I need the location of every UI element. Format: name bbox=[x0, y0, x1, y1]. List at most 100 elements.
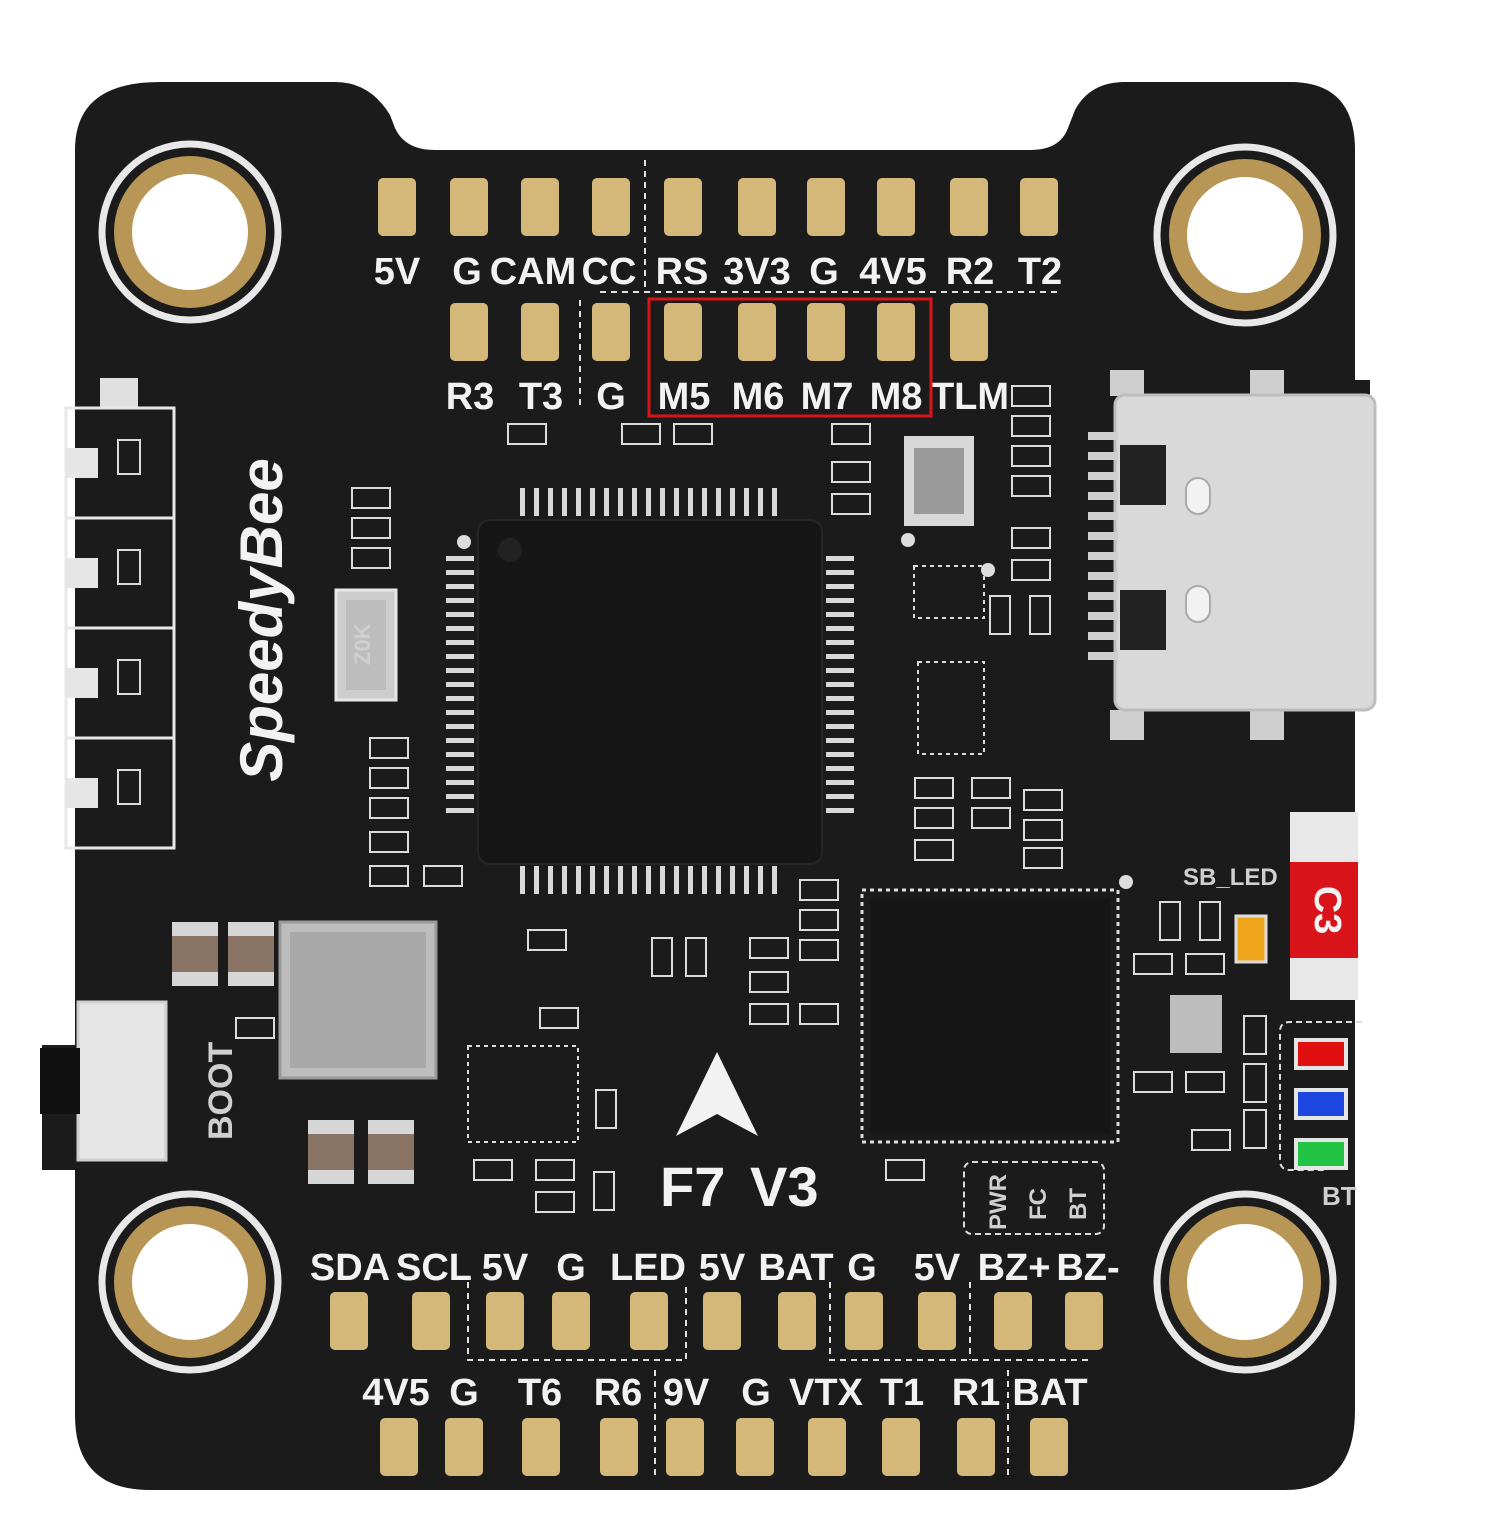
mount-hole-top-right bbox=[1153, 143, 1337, 327]
pad-label-sda: SDA bbox=[310, 1247, 390, 1289]
pad-label-g-b3: G bbox=[449, 1372, 479, 1414]
mcu-chip bbox=[446, 488, 854, 894]
pad bbox=[1020, 178, 1058, 236]
pad bbox=[738, 178, 776, 236]
pad bbox=[600, 1418, 638, 1476]
pad bbox=[778, 1292, 816, 1350]
pad bbox=[877, 178, 915, 236]
pad-label-g-b1: G bbox=[556, 1247, 586, 1289]
bottom-upper-labels: SDA SCL 5V G LED 5V BAT G 5V BZ+ BZ- bbox=[310, 1247, 1120, 1289]
pad bbox=[918, 1292, 956, 1350]
top-row-labels: 5V G CAM CC RS 3V3 G 4V5 R2 T2 bbox=[374, 251, 1062, 293]
pad bbox=[412, 1292, 450, 1350]
pad-label-r1: R1 bbox=[952, 1372, 1001, 1414]
pad bbox=[807, 178, 845, 236]
mount-hole-bottom-left bbox=[98, 1190, 282, 1374]
pad bbox=[522, 1418, 560, 1476]
pad-label-r3: R3 bbox=[446, 376, 495, 418]
pad bbox=[950, 178, 988, 236]
pad bbox=[450, 303, 488, 361]
resistor-label: Z0K bbox=[350, 623, 375, 665]
smd-components bbox=[235, 385, 1267, 1213]
pad-label-cc: CC bbox=[582, 251, 637, 293]
bottom-upper-pad-row bbox=[330, 1292, 1103, 1350]
pad bbox=[738, 303, 776, 361]
pad-label-rs: RS bbox=[656, 251, 709, 293]
highlight-box bbox=[647, 297, 933, 418]
boot-button: BOOT bbox=[40, 1000, 240, 1162]
pad bbox=[592, 178, 630, 236]
pad bbox=[486, 1292, 524, 1350]
top-pad-row bbox=[378, 178, 1058, 236]
pad-label-led: LED bbox=[610, 1247, 686, 1289]
pad bbox=[521, 178, 559, 236]
pad-label-m7: M7 bbox=[801, 376, 854, 418]
pad bbox=[450, 178, 488, 236]
brand-logo: SpeedyBee bbox=[228, 458, 295, 782]
pad-label-scl: SCL bbox=[396, 1247, 472, 1289]
led-label-fc: FC bbox=[1025, 1188, 1052, 1220]
pad bbox=[957, 1418, 995, 1476]
pad bbox=[330, 1292, 368, 1350]
pad bbox=[664, 178, 702, 236]
pad bbox=[666, 1418, 704, 1476]
pad bbox=[378, 178, 416, 236]
pad-label-m6: M6 bbox=[732, 376, 785, 418]
pad-label-4v5-b: 4V5 bbox=[362, 1372, 430, 1414]
pad-label-m5: M5 bbox=[658, 376, 711, 418]
led-label-bt: BT bbox=[1065, 1188, 1092, 1220]
pad-label-t3: T3 bbox=[519, 376, 563, 418]
usb-c-port bbox=[1088, 370, 1377, 740]
pad-label-5v-b1: 5V bbox=[482, 1247, 529, 1289]
pad bbox=[630, 1292, 668, 1350]
pad-label-4v5: 4V5 bbox=[859, 251, 927, 293]
gyro-chip bbox=[860, 875, 1133, 1144]
led-label-pwr: PWR bbox=[985, 1174, 1012, 1230]
second-row-labels: R3 T3 G M5 M6 M7 M8 TLM bbox=[446, 376, 1009, 418]
resistor: Z0K bbox=[334, 588, 398, 702]
pad-label-m8: M8 bbox=[870, 376, 923, 418]
pad-label-bat-b1: BAT bbox=[758, 1247, 833, 1289]
bottom-lower-labels: 4V5 G T6 R6 9V G VTX T1 R1 BAT bbox=[362, 1372, 1087, 1414]
pad bbox=[1065, 1292, 1103, 1350]
pad bbox=[552, 1292, 590, 1350]
pad-label-9v: 9V bbox=[663, 1372, 710, 1414]
pad bbox=[994, 1292, 1032, 1350]
pad bbox=[845, 1292, 883, 1350]
mount-hole-top-left bbox=[98, 140, 282, 324]
direction-arrow-icon bbox=[676, 1052, 758, 1136]
sb-led-label: SB_LED bbox=[1183, 864, 1278, 891]
brand-logo-text: SpeedyBee bbox=[228, 458, 295, 782]
pad-label-g: G bbox=[452, 251, 482, 293]
pad-label-5v-b3: 5V bbox=[914, 1247, 961, 1289]
green-led bbox=[1294, 1138, 1348, 1170]
pad-label-r2: R2 bbox=[946, 251, 995, 293]
bt-label: BT bbox=[1322, 1181, 1357, 1211]
model-version: V3 bbox=[750, 1155, 819, 1218]
pad-label-bz-minus: BZ- bbox=[1056, 1247, 1119, 1289]
pad-label-t2: T2 bbox=[1018, 251, 1062, 293]
mount-hole-bottom-right bbox=[1153, 1190, 1337, 1374]
pad-label-g-b4: G bbox=[741, 1372, 771, 1414]
pad-label-t1: T1 bbox=[880, 1372, 924, 1414]
pad-label-5v: 5V bbox=[374, 251, 421, 293]
fuse-label: C3 bbox=[1306, 886, 1348, 935]
pad bbox=[736, 1418, 774, 1476]
pad-label-cam: CAM bbox=[490, 251, 577, 293]
pad-label-tlm: TLM bbox=[931, 376, 1009, 418]
model-name: F7 bbox=[660, 1155, 725, 1218]
pad bbox=[1030, 1418, 1068, 1476]
pad bbox=[703, 1292, 741, 1350]
blue-led bbox=[1294, 1088, 1348, 1120]
pad-label-g-b2: G bbox=[847, 1247, 877, 1289]
side-connector bbox=[64, 378, 176, 850]
pad-label-g3: G bbox=[596, 376, 626, 418]
pad bbox=[882, 1418, 920, 1476]
orange-led bbox=[1234, 914, 1268, 964]
pad-label-vtx: VTX bbox=[789, 1372, 864, 1414]
pad-label-3v3: 3V3 bbox=[723, 251, 791, 293]
pad-label-bat-b2: BAT bbox=[1012, 1372, 1087, 1414]
pad bbox=[664, 303, 702, 361]
pad-label-r6: R6 bbox=[594, 1372, 643, 1414]
